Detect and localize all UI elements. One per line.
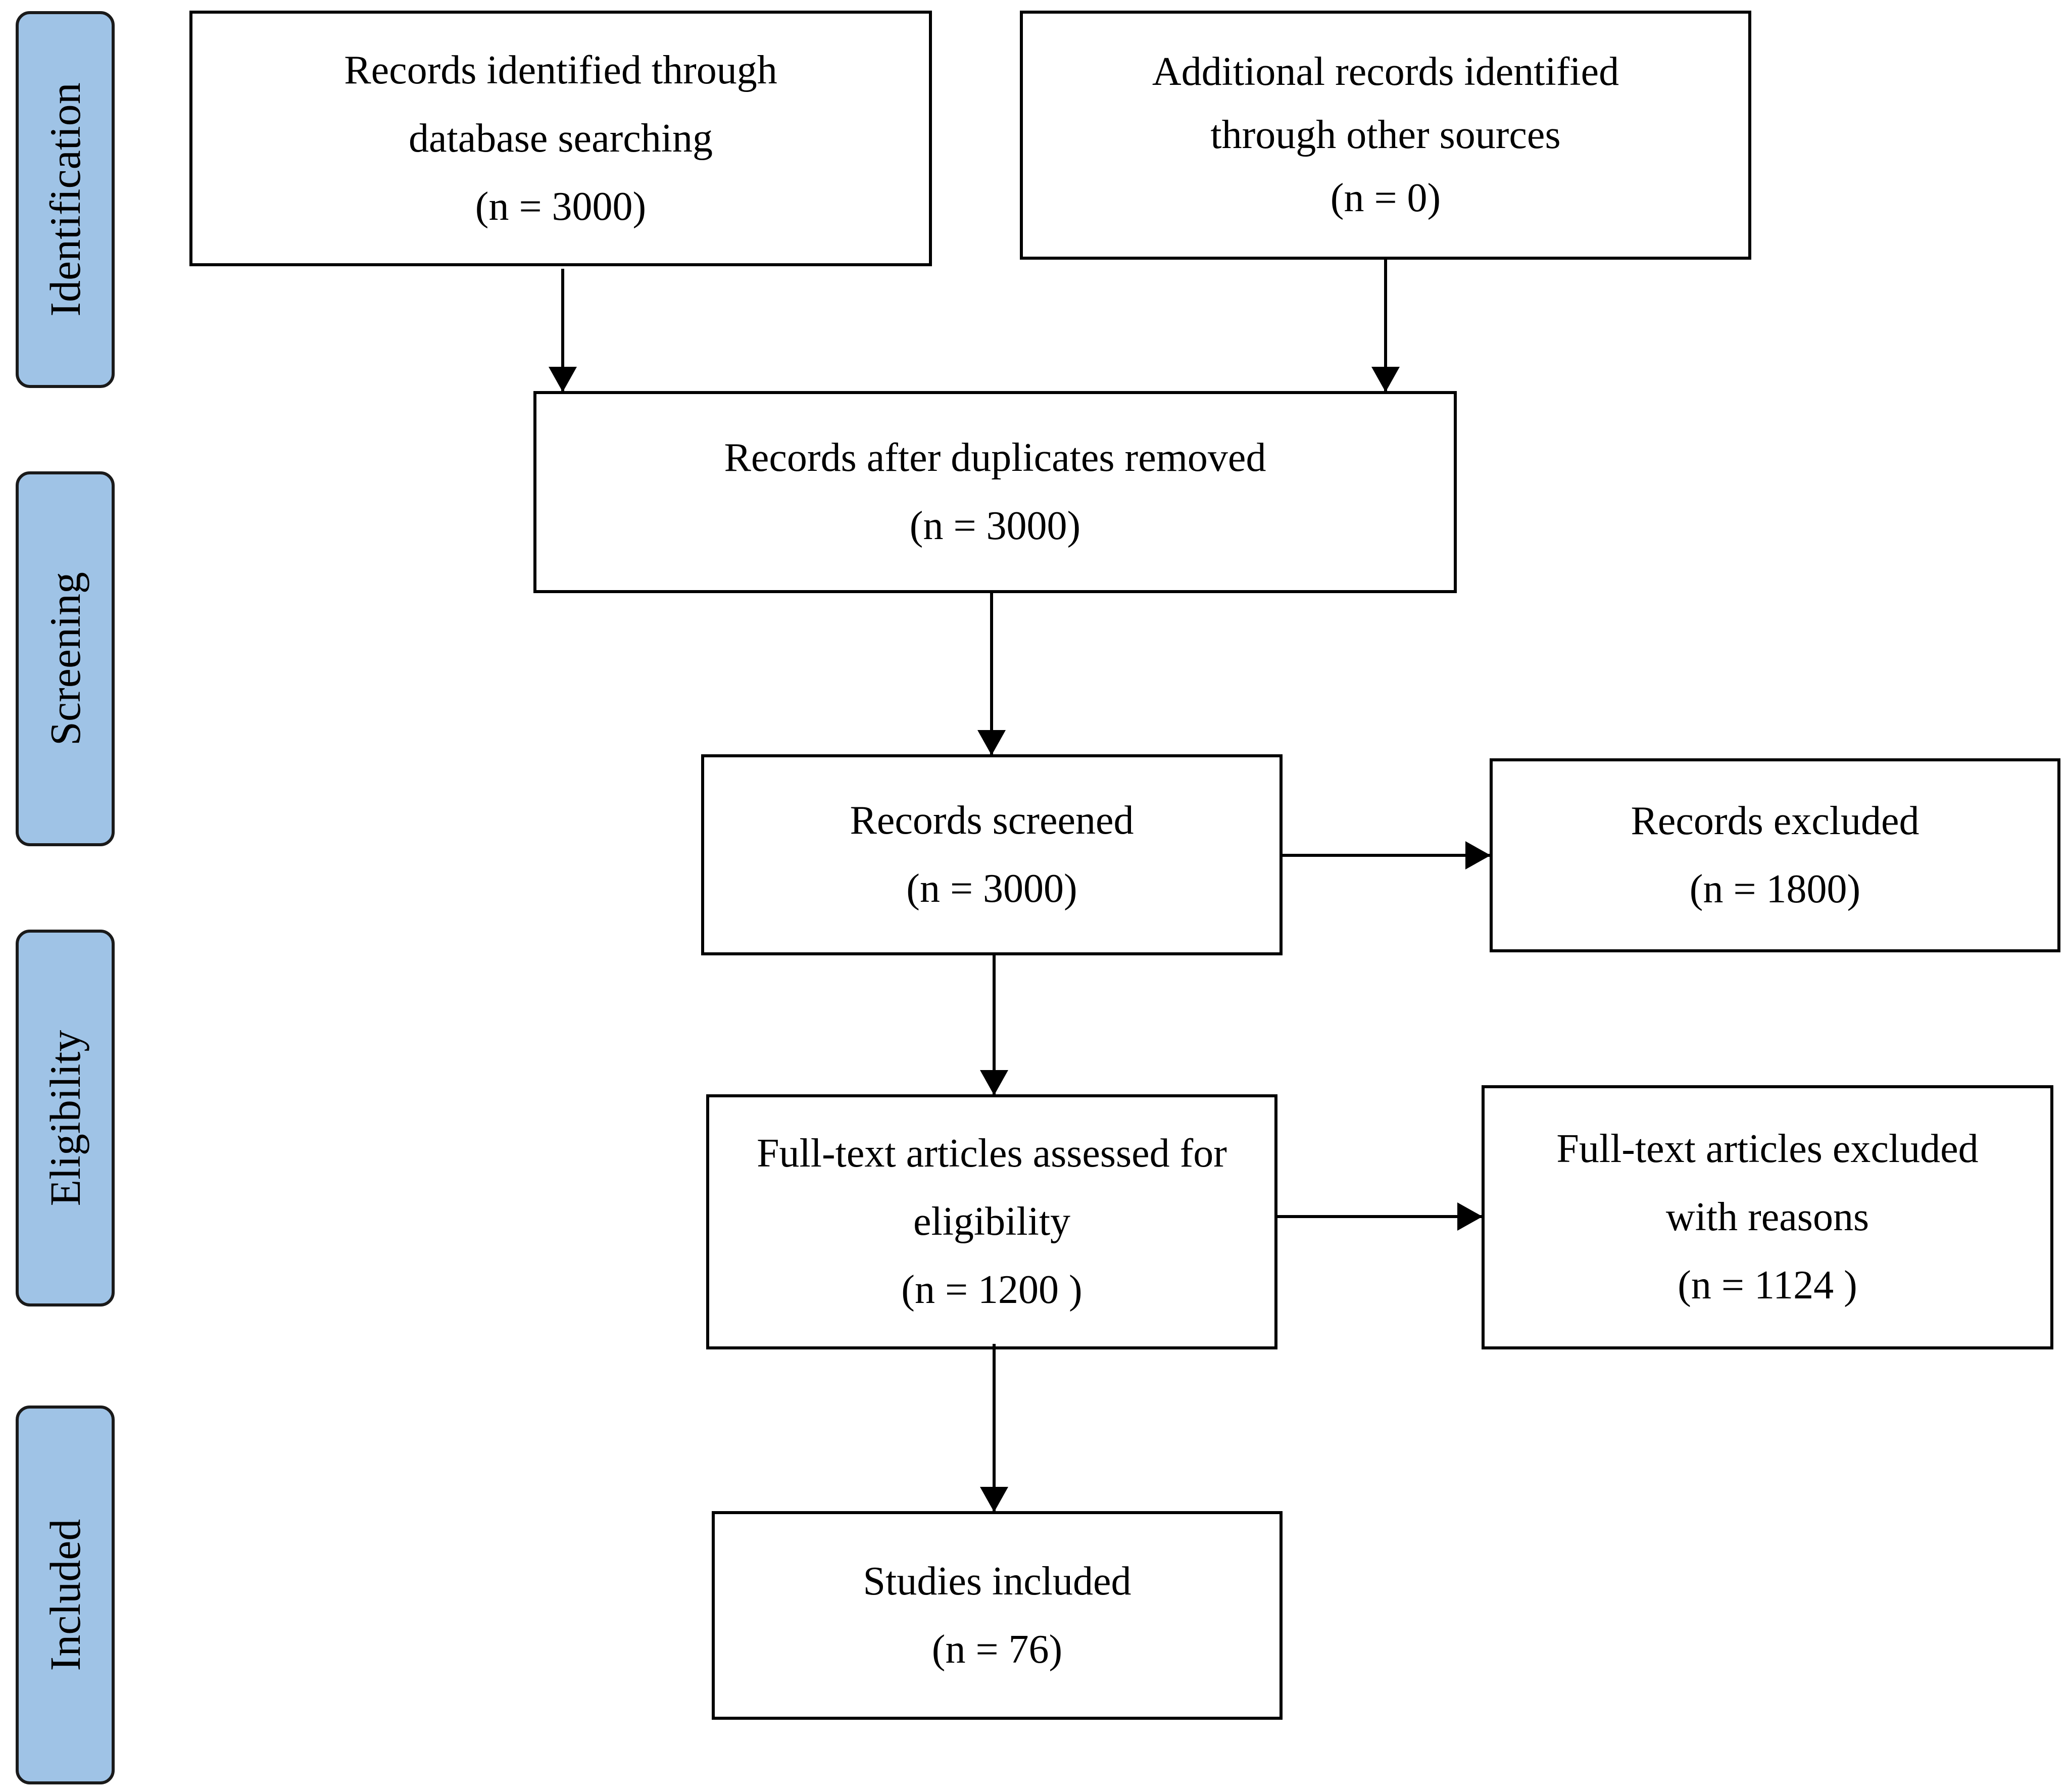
box-records-screened: Records screened (n = 3000) — [701, 754, 1283, 955]
box-records-other-sources: Additional records identified through ot… — [1020, 11, 1751, 260]
phase-identification: Identification — [16, 11, 115, 388]
box-fulltext-excluded-line3: (n = 1124 ) — [1678, 1263, 1857, 1307]
box-studies-included-line2: (n = 76) — [931, 1627, 1063, 1672]
box-fulltext-excluded-line1: Full-text articles excluded — [1556, 1127, 1979, 1171]
box-records-excluded: Records excluded (n = 1800) — [1490, 758, 2060, 952]
box-studies-included-line1: Studies included — [863, 1559, 1131, 1604]
box-records-database-line1: Records identified through — [344, 47, 777, 92]
box-records-database: Records identified through database sear… — [189, 11, 932, 266]
box-duplicates-removed: Records after duplicates removed (n = 30… — [533, 391, 1457, 593]
box-records-other-sources-line2: through other sources — [1210, 113, 1561, 157]
box-duplicates-removed-line2: (n = 3000) — [909, 504, 1081, 548]
box-records-excluded-line1: Records excluded — [1631, 799, 1920, 843]
box-fulltext-assessed-line1: Full-text articles assessed for — [757, 1131, 1227, 1176]
phase-eligibility: Eligibility — [16, 930, 115, 1306]
box-duplicates-removed-line1: Records after duplicates removed — [724, 435, 1266, 480]
box-fulltext-excluded-line2: with reasons — [1665, 1195, 1869, 1239]
box-records-other-sources-line3: (n = 0) — [1330, 176, 1441, 220]
box-fulltext-assessed-line3: (n = 1200 ) — [901, 1268, 1082, 1312]
phase-included: Included — [16, 1406, 115, 1784]
box-records-other-sources-line1: Additional records identified — [1152, 50, 1619, 94]
box-fulltext-assessed-line2: eligibility — [913, 1199, 1071, 1244]
box-fulltext-assessed: Full-text articles assessed for eligibil… — [706, 1094, 1277, 1349]
box-records-screened-line1: Records screened — [850, 798, 1134, 843]
box-records-screened-line2: (n = 3000) — [906, 866, 1077, 911]
box-records-database-line3: (n = 3000) — [475, 184, 647, 229]
box-records-database-line2: database searching — [409, 116, 713, 161]
box-fulltext-excluded: Full-text articles excluded with reasons… — [1482, 1085, 2053, 1349]
box-records-excluded-line2: (n = 1800) — [1689, 867, 1861, 911]
phase-screening: Screening — [16, 471, 115, 846]
box-studies-included: Studies included (n = 76) — [712, 1511, 1283, 1720]
